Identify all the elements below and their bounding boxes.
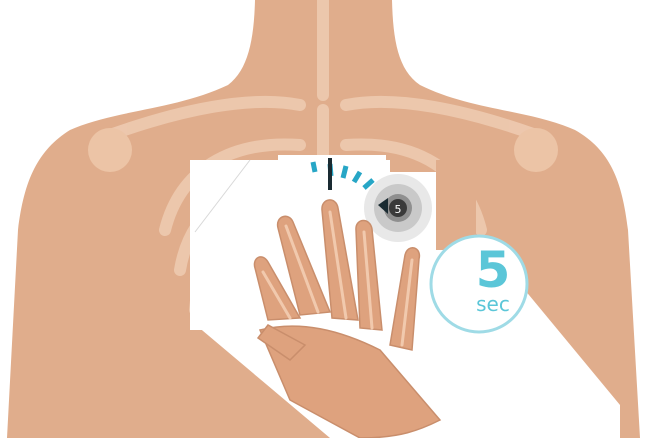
right-shoulder-joint: [514, 128, 558, 172]
stopwatch-value: 5: [388, 203, 408, 216]
left-shoulder-joint: [88, 128, 132, 172]
timer-value: 5: [458, 244, 528, 296]
timer-display: 5 sec: [458, 244, 528, 314]
timer-unit: sec: [458, 294, 528, 314]
